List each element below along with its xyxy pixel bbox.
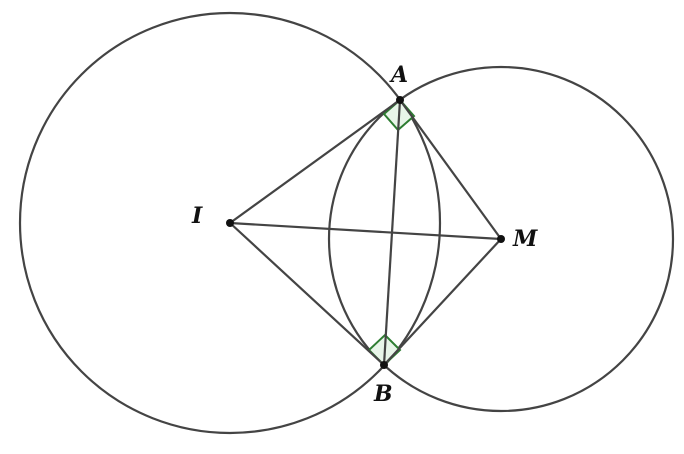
point-m [497, 235, 505, 243]
point-a [396, 96, 404, 104]
segment-ab [382, 99, 402, 366]
label-a: A [389, 62, 408, 88]
label-i: I [191, 203, 203, 229]
segment-mb [383, 238, 502, 366]
point-i [226, 219, 234, 227]
label-b: B [373, 381, 393, 407]
segment-ma [399, 99, 502, 240]
point-b [380, 361, 388, 369]
circle-i [18, 11, 442, 435]
segment-im [229, 221, 502, 241]
segment-ia [229, 99, 401, 224]
segment-ib [229, 222, 385, 366]
label-m: M [512, 226, 538, 252]
circle-m [327, 65, 675, 413]
